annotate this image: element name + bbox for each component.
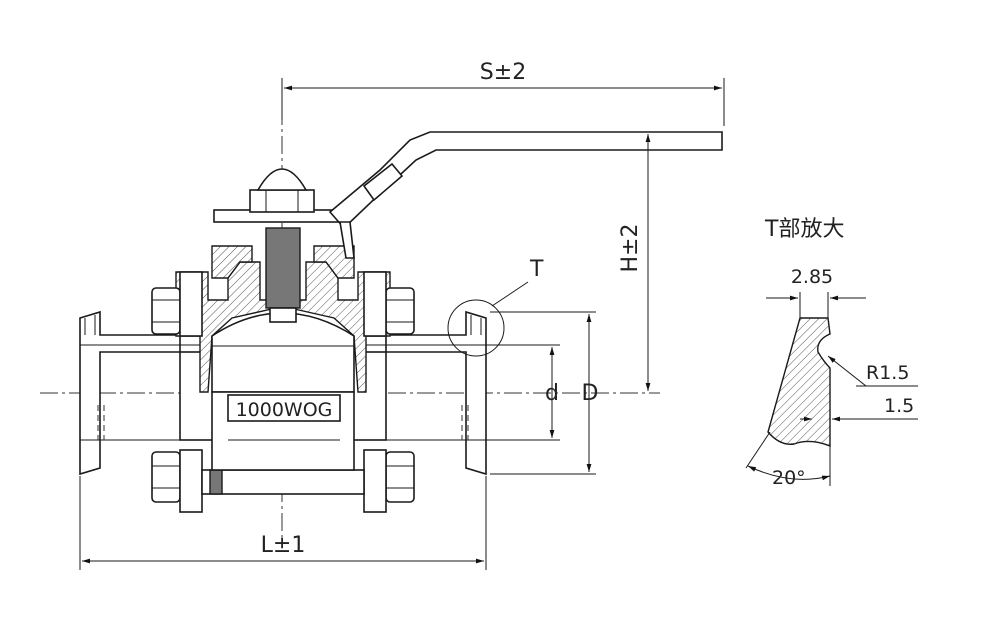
detail-radius-label: R1.5 [866, 362, 909, 384]
detail-circle [447, 299, 505, 357]
right-bolts [363, 271, 415, 513]
dim-d-label: d [545, 381, 559, 406]
detail-ref-label: T [529, 257, 544, 282]
dim-l-label: L±1 [261, 533, 306, 558]
dim-d [486, 311, 596, 475]
dim-l [79, 476, 487, 570]
detail-view [745, 292, 918, 486]
detail-title: T部放大 [764, 217, 844, 242]
valve-ball [211, 312, 355, 393]
dim-h-label: H±2 [618, 224, 643, 273]
valve-stem [213, 168, 351, 323]
detail-angle-label: 20° [772, 467, 806, 489]
detail-width-label: 2.85 [791, 266, 833, 288]
valve-handle [328, 131, 723, 259]
left-bolts [151, 271, 203, 513]
label-plate [227, 394, 341, 422]
dim-s-label: S±2 [480, 60, 526, 85]
body-label: 1000WOG [236, 399, 333, 421]
detail-leader [491, 281, 529, 307]
dim-s [281, 78, 725, 126]
tie-rod [201, 469, 365, 495]
dim-D-label: D [582, 381, 599, 406]
detail-depth-label: 1.5 [884, 395, 914, 417]
